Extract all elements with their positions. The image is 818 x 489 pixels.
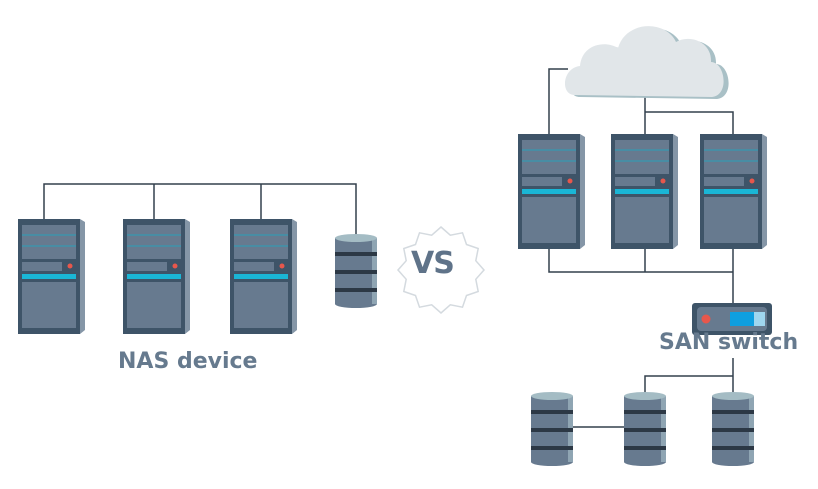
servers-to-switch bbox=[548, 248, 733, 273]
nas-storage-disk bbox=[335, 234, 377, 308]
nas-server-2 bbox=[123, 219, 190, 334]
cloud-branch bbox=[645, 111, 734, 134]
cloud-to-server-1 bbox=[548, 68, 568, 134]
nas-connections bbox=[43, 183, 357, 235]
switch-led bbox=[701, 314, 711, 324]
server-led bbox=[67, 263, 73, 269]
san-storage-1 bbox=[531, 392, 573, 466]
vs-badge bbox=[397, 226, 485, 314]
san-storage-3 bbox=[712, 392, 754, 466]
server-led bbox=[172, 263, 178, 269]
server-led bbox=[749, 178, 755, 184]
storage-group bbox=[335, 234, 754, 466]
san-switch-icon bbox=[692, 303, 772, 335]
nas-server-1 bbox=[18, 219, 85, 334]
switch-to-storage bbox=[644, 375, 733, 393]
server-led bbox=[660, 178, 666, 184]
cloud-icon bbox=[564, 26, 729, 99]
san-server-3 bbox=[700, 134, 767, 249]
servers-group bbox=[18, 134, 767, 334]
nas-server-3 bbox=[230, 219, 297, 334]
san-storage-2 bbox=[624, 392, 666, 466]
nas-bus-line bbox=[43, 183, 357, 235]
server-led bbox=[567, 178, 573, 184]
san-connections bbox=[548, 68, 734, 428]
server-led bbox=[279, 263, 285, 269]
vs-text: VS bbox=[411, 246, 455, 281]
san-server-2 bbox=[611, 134, 678, 249]
nas-device-label: NAS device bbox=[118, 349, 258, 374]
san-server-1 bbox=[518, 134, 585, 249]
san-switch-label: SAN switch bbox=[659, 330, 799, 355]
